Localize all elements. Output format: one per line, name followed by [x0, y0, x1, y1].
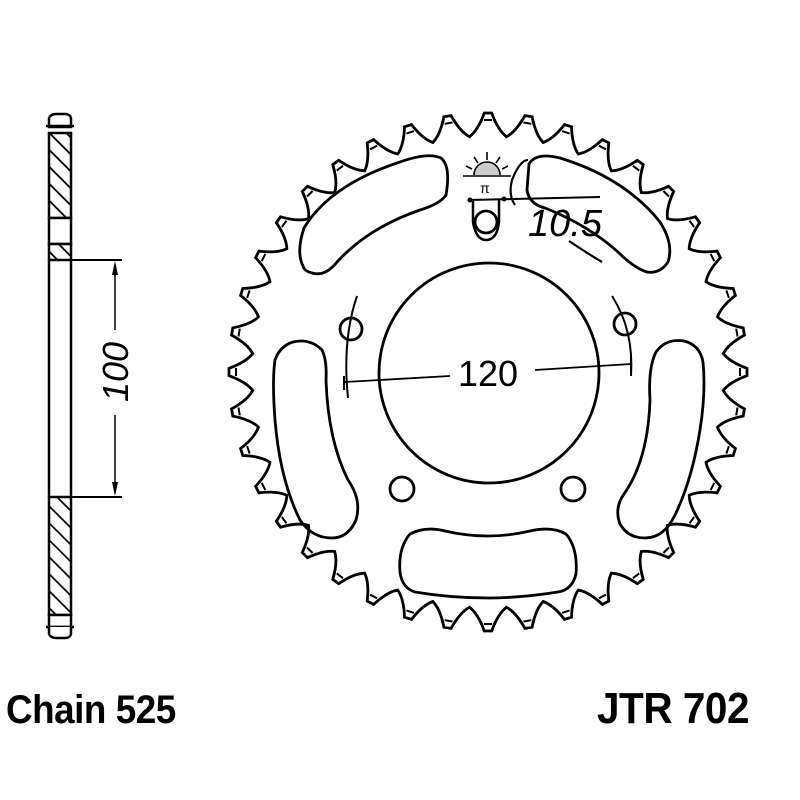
side-profile-view: [46, 112, 122, 640]
tooth-tip-line: [369, 593, 378, 600]
surface-finish-icon: [463, 152, 511, 177]
tooth-tip-line: [598, 144, 607, 151]
slot-bottom: [398, 527, 578, 600]
bolt-hole-lower-left: [388, 475, 416, 503]
tooth-tip-line: [725, 445, 730, 454]
profile-upper-hub-hatch: [47, 242, 73, 262]
tooth-tip-line: [246, 445, 251, 454]
profile-upper-chamfer: [47, 216, 73, 246]
tooth-tip-line: [688, 220, 696, 228]
bolt-circle-arc-left: [345, 295, 358, 399]
tooth-tip-line: [237, 407, 241, 416]
tooth-tip-line: [306, 546, 314, 554]
tooth-tip-line: [709, 253, 716, 262]
tooth-tip-line: [561, 609, 570, 614]
slot-left: [272, 339, 360, 540]
chain-size-label: Chain 525: [6, 688, 176, 732]
tooth-tip-line: [406, 609, 415, 614]
tooth-tip-line: [735, 407, 739, 416]
slot-right: [616, 339, 706, 540]
slot-upper-left: [298, 154, 450, 276]
tooth-tip-line: [260, 482, 267, 491]
tooth-tip-line: [662, 190, 670, 198]
arrow-down-icon: [112, 482, 118, 496]
tooth-tip-line: [662, 546, 670, 554]
slot-upper-right: [525, 154, 672, 274]
tooth-tip-line: [523, 121, 532, 125]
part-number-label: JTR 702: [597, 684, 750, 733]
tooth-tip-line: [280, 220, 288, 228]
pi-symbol: π: [480, 180, 490, 196]
sprocket-front-view: [227, 111, 749, 633]
tooth-tip-line: [561, 130, 570, 135]
leader-curve: [509, 158, 529, 206]
tooth-tip-line: [598, 593, 607, 600]
tooth-tip-line: [306, 190, 314, 198]
profile-upper-hatched-section: [47, 131, 73, 220]
tooth-tip-line: [246, 290, 251, 299]
bolt-hole-right: [612, 311, 638, 337]
bolt-circle-dimension: 120: [458, 353, 518, 394]
profile-lower-chamfer: [47, 613, 73, 629]
tooth-tip-line: [523, 619, 532, 623]
sprocket-teeth-outline: [227, 111, 749, 633]
tooth-tip-line: [280, 516, 288, 524]
tooth-tip-line: [406, 130, 415, 135]
tooth-tip-line: [336, 164, 344, 172]
tooth-tip-line: [369, 144, 378, 151]
profile-lower-hatched-section: [47, 495, 73, 617]
hub-bore-dimension: 100: [95, 342, 136, 402]
arrow-up-icon: [112, 261, 118, 275]
top-hole-u-outline: [471, 200, 501, 242]
tooth-tip-line: [688, 516, 696, 524]
tooth-tip-line: [709, 482, 716, 491]
tooth-tip-line: [632, 164, 640, 172]
tooth-tip-line: [444, 619, 453, 623]
tooth-tip-line: [735, 328, 739, 337]
bolt-hole-dimension: 10.5: [528, 203, 603, 245]
tooth-tip-line: [260, 253, 267, 262]
bolt-hole-top: [473, 209, 499, 235]
profile-bottom-cap: [47, 627, 73, 640]
tooth-tip-line: [237, 328, 241, 337]
bolt-hole-lower-right: [559, 475, 587, 503]
tooth-tip-line: [336, 572, 344, 580]
hub-bore-circle: [377, 261, 601, 485]
profile-top-cap: [47, 112, 73, 129]
tooth-tip-line: [632, 572, 640, 580]
tooth-tip-marks: [235, 119, 741, 625]
tooth-tip-line: [444, 121, 453, 125]
tooth-tip-line: [725, 290, 730, 299]
